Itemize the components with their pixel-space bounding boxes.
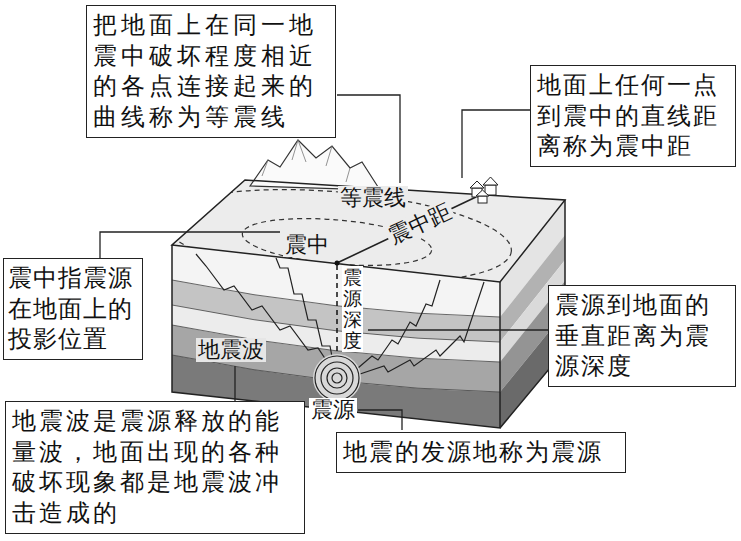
callout-text: 震源到地面的垂直距离为震源深度 <box>555 290 729 382</box>
isoseismal-label: 等震线 <box>338 186 408 210</box>
callout-box: 地震波是震源释放的能量波，地面出现的各种破坏现象都是地震波冲击造成的 <box>5 401 305 534</box>
callout-text: 地震的发源地称为震源 <box>343 437 619 468</box>
callout-box: 震源到地面的垂直距离为震源深度 <box>548 285 736 387</box>
callout-box: 把地面上在同一地震中破坏程度相近的各点连接起来的曲线称为等震线 <box>86 5 336 138</box>
depth-label: 震源深度 <box>342 266 363 352</box>
callout-text: 震中指震源在地面上的投影位置 <box>8 263 138 355</box>
callout-text: 地面上任何一点到震中的直线距离称为震中距 <box>537 70 729 162</box>
epicenter-label: 震中 <box>283 233 331 257</box>
wave-label: 地震波 <box>196 338 266 362</box>
callout-box: 地面上任何一点到震中的直线距离称为震中距 <box>530 65 736 167</box>
callout-box: 震中指震源在地面上的投影位置 <box>3 258 143 360</box>
focus-label: 震源 <box>309 398 357 422</box>
callout-text: 地震波是震源释放的能量波，地面出现的各种破坏现象都是地震波冲击造成的 <box>12 406 298 529</box>
callout-text: 把地面上在同一地震中破坏程度相近的各点连接起来的曲线称为等震线 <box>93 10 329 133</box>
callout-box: 地震的发源地称为震源 <box>336 432 626 473</box>
